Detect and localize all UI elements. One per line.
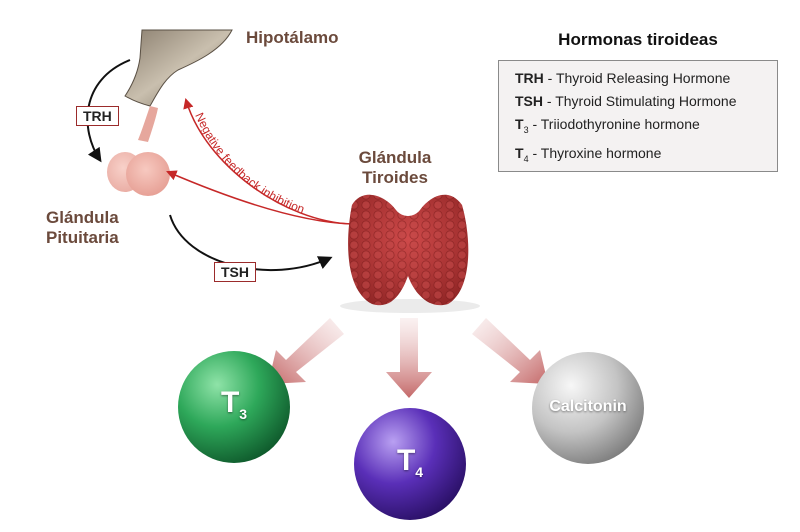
t4-label-sub: 4 bbox=[415, 464, 424, 480]
legend-desc: - Thyroid Stimulating Hormone bbox=[543, 93, 737, 109]
legend-sub: 4 bbox=[523, 153, 529, 164]
legend-abbr: T bbox=[515, 116, 524, 132]
pituitary-gland-illustration bbox=[107, 152, 170, 196]
legend-desc: - Thyroxine hormone bbox=[528, 144, 662, 161]
arrow-to-t4 bbox=[386, 318, 432, 398]
feedback-label: Negative feedback inhibition bbox=[192, 110, 306, 216]
thyroid-label-line1: Glándula bbox=[358, 148, 432, 167]
t3-sphere bbox=[178, 351, 290, 463]
calcitonin-label: Calcitonin bbox=[549, 398, 627, 415]
legend-row-trh: TRH - Thyroid Releasing Hormone bbox=[515, 67, 767, 90]
trh-tag: TRH bbox=[76, 106, 119, 126]
legend-box: TRH - Thyroid Releasing Hormone TSH - Th… bbox=[498, 60, 778, 172]
arrow-to-calcitonin bbox=[472, 318, 548, 384]
arrow-to-t3 bbox=[268, 318, 344, 384]
hypothalamus-label: Hipotálamo bbox=[246, 28, 339, 47]
legend-sub: 3 bbox=[523, 124, 529, 135]
legend-row-t4: T4 - Thyroxine hormone bbox=[515, 142, 767, 171]
thyroid-label-line2: Tiroides bbox=[362, 168, 428, 187]
legend-abbr: TRH bbox=[515, 70, 544, 86]
t4-sphere bbox=[354, 408, 466, 520]
t3-label-main: T bbox=[220, 386, 240, 419]
thyroid-gland-illustration bbox=[340, 194, 480, 313]
feedback-arrow-pituitary bbox=[166, 170, 353, 225]
legend-row-t3: T3 - Triiodothyronine hormone bbox=[515, 113, 767, 142]
t4-label: T4 bbox=[360, 444, 460, 480]
feedback-label-text: Negative feedback inhibition bbox=[192, 110, 306, 216]
pituitary-label-line1: Glándula bbox=[46, 208, 119, 227]
pituitary-label-line2: Pituitaria bbox=[46, 228, 119, 247]
legend-desc: - Thyroid Releasing Hormone bbox=[543, 70, 731, 86]
t4-label-main: T bbox=[396, 444, 416, 477]
hypothalamus-illustration bbox=[124, 29, 233, 142]
legend-abbr: T bbox=[515, 144, 524, 161]
legend-row-tsh: TSH - Thyroid Stimulating Hormone bbox=[515, 90, 767, 113]
feedback-arrow-hypothalamus bbox=[183, 97, 353, 225]
legend-abbr: TSH bbox=[515, 93, 543, 109]
legend-desc: - Triiodothyronine hormone bbox=[528, 116, 700, 132]
t3-label: T3 bbox=[184, 386, 284, 422]
legend-title: Hormonas tiroideas bbox=[558, 30, 718, 49]
t3-label-sub: 3 bbox=[239, 406, 248, 422]
tsh-tag: TSH bbox=[214, 262, 256, 282]
calcitonin-sphere bbox=[532, 352, 644, 464]
